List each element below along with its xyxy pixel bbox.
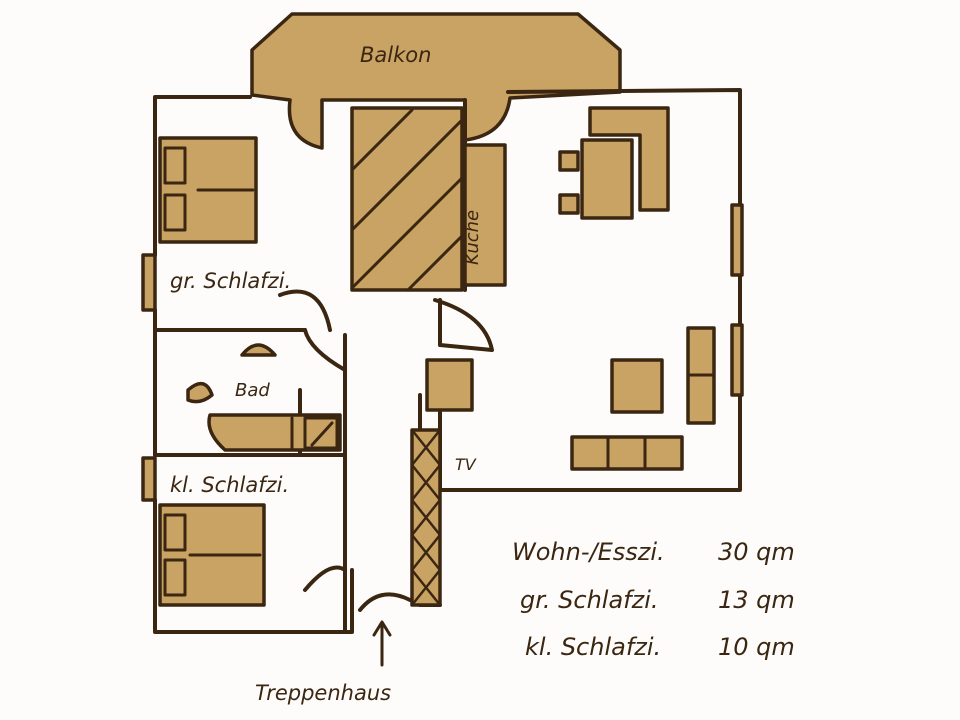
window [730, 323, 744, 397]
entrance-arrow-icon [372, 620, 392, 667]
tv-label: TV [455, 455, 477, 474]
door-swings [278, 289, 494, 612]
legend-room: gr. Schlafzi. [520, 586, 659, 614]
cabinet [425, 358, 474, 412]
hatching [350, 108, 464, 292]
window [141, 253, 157, 312]
chair [558, 150, 580, 172]
window [141, 456, 157, 502]
balcony-label: Balkon [360, 43, 431, 67]
coffee-table [610, 358, 664, 414]
kitchen-label: Küche [462, 210, 483, 265]
master-bedroom-label: gr. Schlafzi. [170, 269, 291, 293]
stairwell-label: Treppenhaus [255, 681, 391, 705]
legend-room: kl. Schlafzi. [525, 633, 661, 661]
window [730, 203, 744, 277]
legend-area: 10 qm [718, 633, 795, 661]
small-bedroom-label: kl. Schlafzi. [170, 473, 289, 497]
legend-area: 13 qm [718, 586, 795, 614]
sink [240, 343, 277, 357]
legend-room: Wohn-/Esszi. [512, 538, 665, 566]
chair [558, 193, 580, 215]
toilet [186, 381, 214, 404]
sofa [570, 435, 684, 471]
legend-area: 30 qm [718, 538, 795, 566]
bathroom-label: Bad [235, 380, 270, 401]
area-legend: Wohn-/Esszi. 30 qm gr. Schlafzi. 13 qm k… [512, 538, 795, 661]
bathtub [207, 413, 342, 452]
kitchen-counter [463, 143, 507, 287]
dining-table [580, 138, 634, 220]
corner-sofa [588, 106, 670, 212]
outer-wall [153, 95, 354, 634]
